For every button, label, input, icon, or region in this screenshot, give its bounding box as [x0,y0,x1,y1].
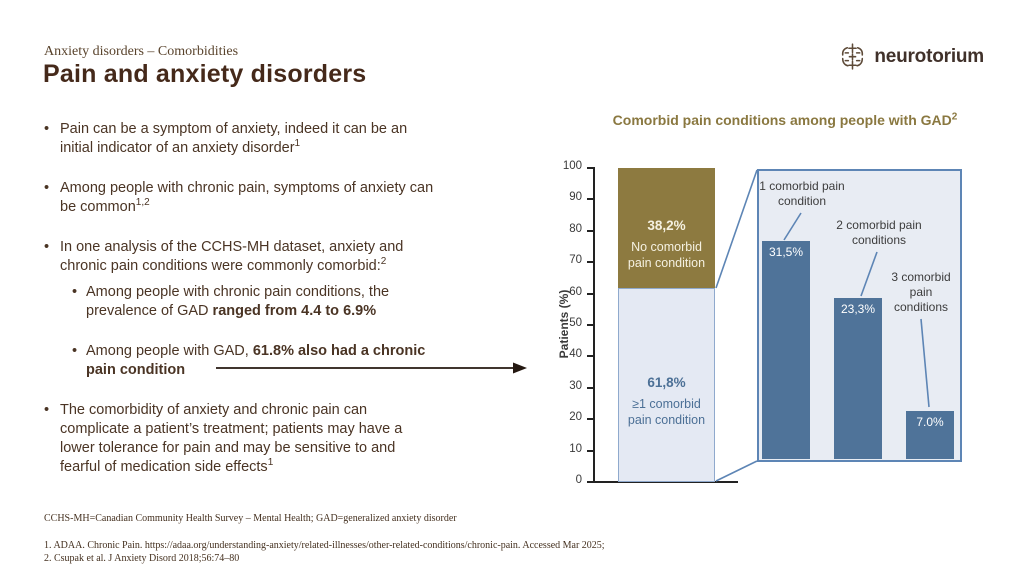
bullet-item: •The comorbidity of anxiety and chronic … [44,402,403,475]
inset-annotation-2: 2 comorbid pain conditions [836,218,922,247]
logo: neurotorium [836,40,984,73]
references: 1. ADAA. Chronic Pain. https://adaa.org/… [44,540,764,565]
segment-name-label: No comorbid pain condition [627,240,706,271]
bullet-item: •In one analysis of the CCHS-MH dataset,… [44,239,404,274]
bullet-item: •Among people with GAD, 61.8% also had a… [72,343,426,378]
inset-bar-1-comorbid: 31,5% [762,241,810,459]
y-tick-mark [587,418,593,421]
y-tick-label: 100 [562,160,582,172]
bar-segment-no-comorbid: 38,2% No comorbid pain condition [618,168,715,288]
y-tick-mark [587,292,593,295]
reference-2: 2. Csupak et al. J Anxiety Disord 2018;5… [44,552,240,564]
bar-segment-ge1-comorbid: 61,8% ≥1 comorbid pain condition [618,287,715,482]
zoom-connector-top [715,169,758,289]
abbreviation-note: CCHS-MH=Canadian Community Health Survey… [44,513,457,524]
inset-bar-value: 7.0% [916,415,944,429]
breadcrumb: Anxiety disorders – Comorbidities [44,44,239,59]
bullet-item: •Pain can be a symptom of anxiety, indee… [44,121,408,156]
y-tick-mark [587,167,593,169]
y-tick-label: 0 [575,474,582,486]
bullet-list: •Pain can be a symptom of anxiety, indee… [44,120,530,498]
logo-text: neurotorium [874,45,984,67]
y-tick-label: 30 [569,379,582,392]
reference-1: 1. ADAA. Chronic Pain. https://adaa.org/… [44,540,605,551]
bullet-marker: • [44,402,50,418]
y-tick-label: 20 [569,411,582,424]
inset-chart: 31,5% 23,3% 7.0% 1 comorbid pain conditi… [757,169,962,462]
x-axis-line [593,481,738,483]
inset-annotation-1: 1 comorbid pain condition [759,179,845,208]
segment-name-label: ≥1 comorbid pain condition [627,396,706,427]
y-tick-mark [587,198,593,201]
y-tick-label: 70 [569,254,582,267]
y-tick-mark [587,449,593,452]
chart-title: Comorbid pain conditions among people wi… [555,112,1015,128]
y-tick-mark [587,481,593,483]
stacked-bar: 61,8% ≥1 comorbid pain condition 38,2% N… [618,168,715,482]
bullet-marker: • [72,284,78,300]
bullet-marker: • [44,239,50,255]
bullet-marker: • [44,121,50,137]
y-tick-label: 10 [569,442,582,455]
brain-icon [842,43,864,70]
segment-value-label: 38,2% [647,218,686,234]
bullet-marker: • [44,180,50,196]
y-tick-mark [587,386,593,389]
bullet-item: •Among people with chronic pain conditio… [72,284,390,319]
y-tick-mark [587,261,593,264]
inset-bar-value: 23,3% [840,302,876,316]
y-axis-line [593,167,595,483]
bullet-marker: • [72,343,78,359]
y-tick-label: 60 [569,285,582,298]
y-tick-label: 50 [569,317,582,329]
inset-bar-value: 31,5% [768,245,804,259]
chart-title-ref: 2 [951,111,958,123]
y-tick-mark [587,355,593,358]
y-tick-label: 80 [569,222,582,235]
y-tick-label: 40 [569,348,582,361]
inset-annotation-3: 3 comorbid pain conditions [891,270,951,314]
chart-title-text: Comorbid pain conditions among people wi… [612,112,952,128]
bullet-item: •Among people with chronic pain, symptom… [44,180,434,215]
y-tick-mark [587,324,593,326]
inset-bar-2-comorbid: 23,3% [834,298,882,459]
y-tick-label: 90 [569,191,582,204]
segment-value-label: 61,8% [647,374,686,390]
zoom-connector-bottom [715,460,758,482]
page-title: Pain and anxiety disorders [43,60,367,88]
inset-bar-3-comorbid: 7.0% [906,411,954,459]
y-tick-mark [587,229,593,232]
